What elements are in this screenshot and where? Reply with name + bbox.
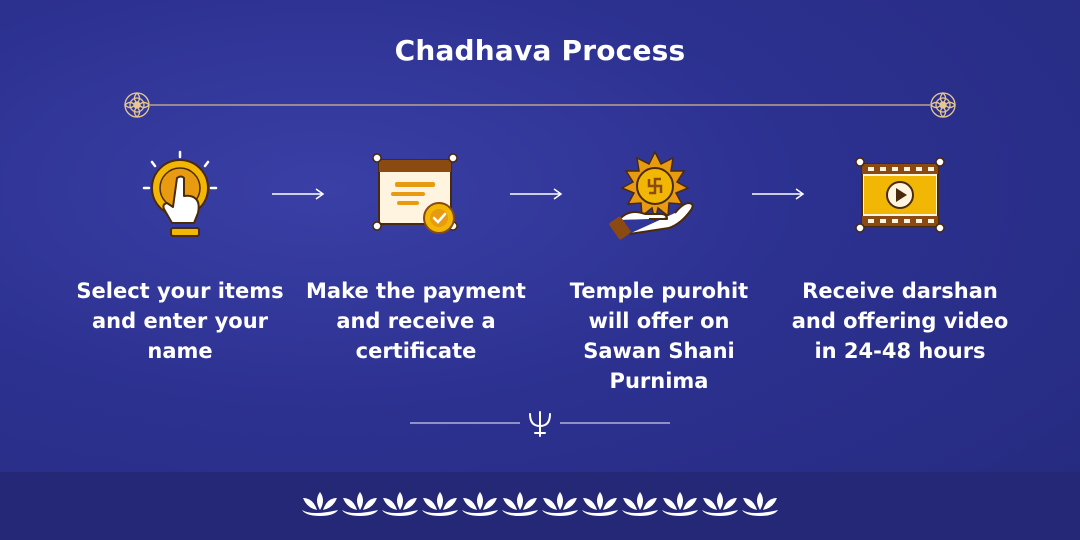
- lotus-icon: [742, 492, 778, 516]
- mandala-icon: [124, 92, 150, 118]
- page-title: Chadhava Process: [394, 34, 686, 67]
- lotus-icon: [342, 492, 378, 516]
- arrow-right-icon: [750, 186, 806, 202]
- step-2-text: Make the payment and receive a certifica…: [306, 279, 526, 363]
- step-3-text: Temple purohit will offer on Sawan Shani…: [569, 279, 749, 393]
- trishul-divider: [410, 411, 670, 437]
- arrow-right-icon: [270, 186, 326, 202]
- top-divider: [124, 92, 956, 118]
- lotus-icon: [462, 492, 498, 516]
- arrow-right-icon: [508, 186, 564, 202]
- lotus-border: [302, 492, 778, 516]
- lotus-icon: [622, 492, 658, 516]
- lotus-icon: [382, 492, 418, 516]
- lotus-icon: [302, 492, 338, 516]
- step-4-text: Receive darshan and offering video in 24…: [791, 279, 1009, 363]
- video-play-icon: [855, 157, 945, 233]
- lotus-icon: [582, 492, 618, 516]
- mandala-icon: [930, 92, 956, 118]
- lotus-icon: [702, 492, 738, 516]
- lotus-icon: [542, 492, 578, 516]
- offering-hand-icon: [609, 150, 694, 240]
- lotus-icon: [502, 492, 538, 516]
- footer-band: [0, 472, 1080, 540]
- trishul-icon: [529, 411, 551, 437]
- lotus-icon: [422, 492, 458, 516]
- tap-hand-icon: [142, 150, 218, 237]
- certificate-icon: [372, 153, 458, 234]
- lotus-icon: [662, 492, 698, 516]
- step-1-text: Select your items and enter your name: [76, 279, 284, 363]
